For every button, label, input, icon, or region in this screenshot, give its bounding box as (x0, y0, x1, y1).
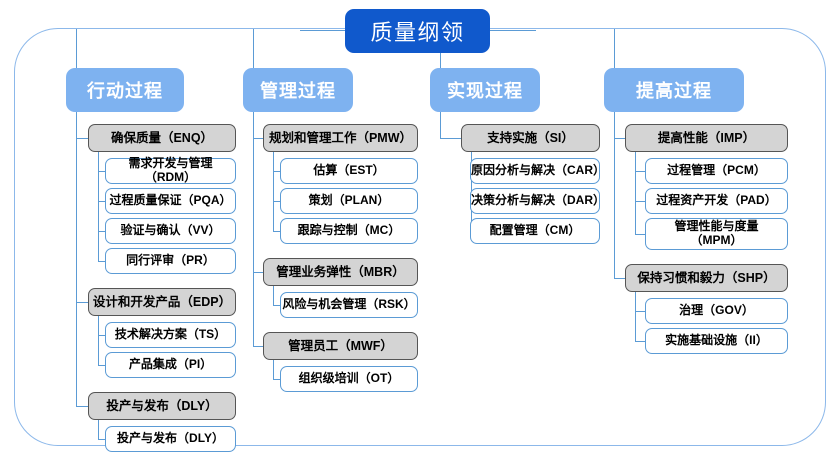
leaf-connector-2-1-3 (273, 231, 280, 233)
root-connector-left (300, 30, 346, 32)
column-header-3[interactable]: 实现过程 (430, 68, 540, 112)
group-spine-1-3 (98, 420, 100, 439)
leaf-connector-1-3-1 (98, 439, 105, 441)
leaf-connector-2-2-1 (273, 305, 280, 307)
leaf-node-2-1-2[interactable]: 策划（PLAN） (280, 188, 418, 214)
leaf-connector-1-1-4 (98, 261, 105, 263)
leaf-node-3-1-1[interactable]: 原因分析与解决（CAR） (470, 158, 605, 184)
group-node-1-2[interactable]: 设计和开发产品（EDP） (88, 288, 236, 316)
group-node-2-3[interactable]: 管理员工（MWF） (263, 332, 418, 360)
group-node-4-2[interactable]: 保持习惯和毅力（SHP） (625, 264, 788, 292)
leaf-node-2-3-1[interactable]: 组织级培训（OT） (280, 366, 418, 392)
leaf-node-1-2-2[interactable]: 产品集成（PI） (105, 352, 236, 378)
column-trunk-3 (440, 112, 442, 138)
leaf-node-3-1-2[interactable]: 决策分析与解决（DAR） (470, 188, 605, 214)
leaf-connector-1-1-1 (98, 171, 105, 173)
group-connector-1-1 (76, 138, 88, 140)
group-connector-2-3 (253, 346, 263, 348)
group-spine-2-2 (273, 286, 275, 305)
leaf-node-1-3-1[interactable]: 投产与发布（DLY） (105, 426, 236, 452)
leaf-connector-1-2-1 (98, 335, 105, 337)
leaf-node-2-1-3[interactable]: 跟踪与控制（MC） (280, 218, 418, 244)
leaf-connector-4-2-2 (635, 341, 645, 343)
root-title-node[interactable]: 质量纲领 (345, 9, 490, 53)
leaf-node-4-1-2[interactable]: 过程资产开发（PAD） (645, 188, 788, 214)
group-connector-1-2 (76, 302, 88, 304)
group-node-4-1[interactable]: 提高性能（IMP） (625, 124, 788, 152)
group-connector-4-1 (614, 138, 625, 140)
column-header-1[interactable]: 行动过程 (66, 68, 184, 112)
column-trunk-1 (76, 112, 78, 406)
leaf-connector-1-2-2 (98, 365, 105, 367)
column-header-2[interactable]: 管理过程 (243, 68, 353, 112)
column-trunk-2 (253, 112, 255, 346)
leaf-node-4-1-3[interactable]: 管理性能与度量（MPM） (645, 218, 788, 250)
group-spine-4-1 (635, 152, 637, 234)
column-trunk-4 (614, 112, 616, 278)
leaf-connector-2-1-1 (273, 171, 280, 173)
leaf-connector-4-1-2 (635, 201, 645, 203)
leaf-node-1-1-1[interactable]: 需求开发与管理（RDM） (105, 156, 236, 184)
leaf-node-1-2-1[interactable]: 技术解决方案（TS） (105, 322, 236, 348)
leaf-connector-1-1-3 (98, 231, 105, 233)
group-connector-1-3 (76, 406, 88, 408)
leaf-node-4-2-1[interactable]: 治理（GOV） (645, 298, 788, 324)
header-stem-4 (614, 29, 616, 68)
group-connector-2-2 (253, 272, 263, 274)
leaf-node-1-1-3[interactable]: 验证与确认（VV） (105, 218, 236, 244)
header-stem-2 (253, 29, 255, 68)
group-connector-4-2 (614, 278, 625, 280)
leaf-connector-1-1-2 (98, 201, 105, 203)
group-node-2-2[interactable]: 管理业务弹性（MBR） (263, 258, 418, 286)
leaf-node-1-1-4[interactable]: 同行评审（PR） (105, 248, 236, 274)
leaf-node-2-1-1[interactable]: 估算（EST） (280, 158, 418, 184)
leaf-node-4-1-1[interactable]: 过程管理（PCM） (645, 158, 788, 184)
leaf-connector-4-2-1 (635, 311, 645, 313)
leaf-connector-2-1-2 (273, 201, 280, 203)
leaf-connector-4-1-3 (635, 234, 645, 236)
group-spine-2-1 (273, 152, 275, 231)
leaf-node-4-2-2[interactable]: 实施基础设施（II） (645, 328, 788, 354)
group-connector-3-1 (440, 138, 461, 140)
leaf-node-2-2-1[interactable]: 风险与机会管理（RSK） (280, 292, 418, 318)
header-stem-1 (76, 29, 78, 68)
leaf-node-3-1-3[interactable]: 配置管理（CM） (470, 218, 600, 244)
group-node-1-3[interactable]: 投产与发布（DLY） (88, 392, 236, 420)
group-spine-4-2 (635, 292, 637, 341)
group-node-3-1[interactable]: 支持实施（SI） (461, 124, 600, 152)
group-node-1-1[interactable]: 确保质量（ENQ） (88, 124, 236, 152)
group-spine-1-2 (98, 316, 100, 365)
group-connector-2-1 (253, 138, 263, 140)
leaf-connector-2-3-1 (273, 379, 280, 381)
column-header-4[interactable]: 提高过程 (604, 68, 744, 112)
group-spine-2-3 (273, 360, 275, 379)
root-connector-right (490, 30, 536, 32)
leaf-connector-4-1-1 (635, 171, 645, 173)
leaf-node-1-1-2[interactable]: 过程质量保证（PQA） (105, 188, 236, 214)
group-node-2-1[interactable]: 规划和管理工作（PMW） (263, 124, 418, 152)
group-spine-1-1 (98, 152, 100, 261)
